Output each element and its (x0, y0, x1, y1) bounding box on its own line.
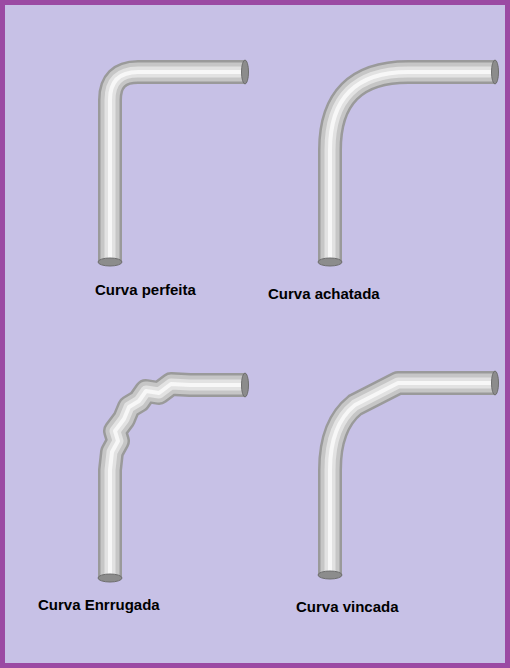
wrinkled-bend-pipe (98, 373, 249, 582)
bend-label: Curva perfeita (95, 281, 196, 298)
bend-label: Curva Enrrugada (38, 596, 160, 613)
perfect-bend-pipe (98, 60, 249, 266)
flattened-bend-pipe (318, 60, 499, 266)
bend-label: Curva vincada (296, 598, 399, 615)
kinked-bend-pipe (318, 371, 499, 579)
bend-label: Curva achatada (268, 285, 380, 302)
